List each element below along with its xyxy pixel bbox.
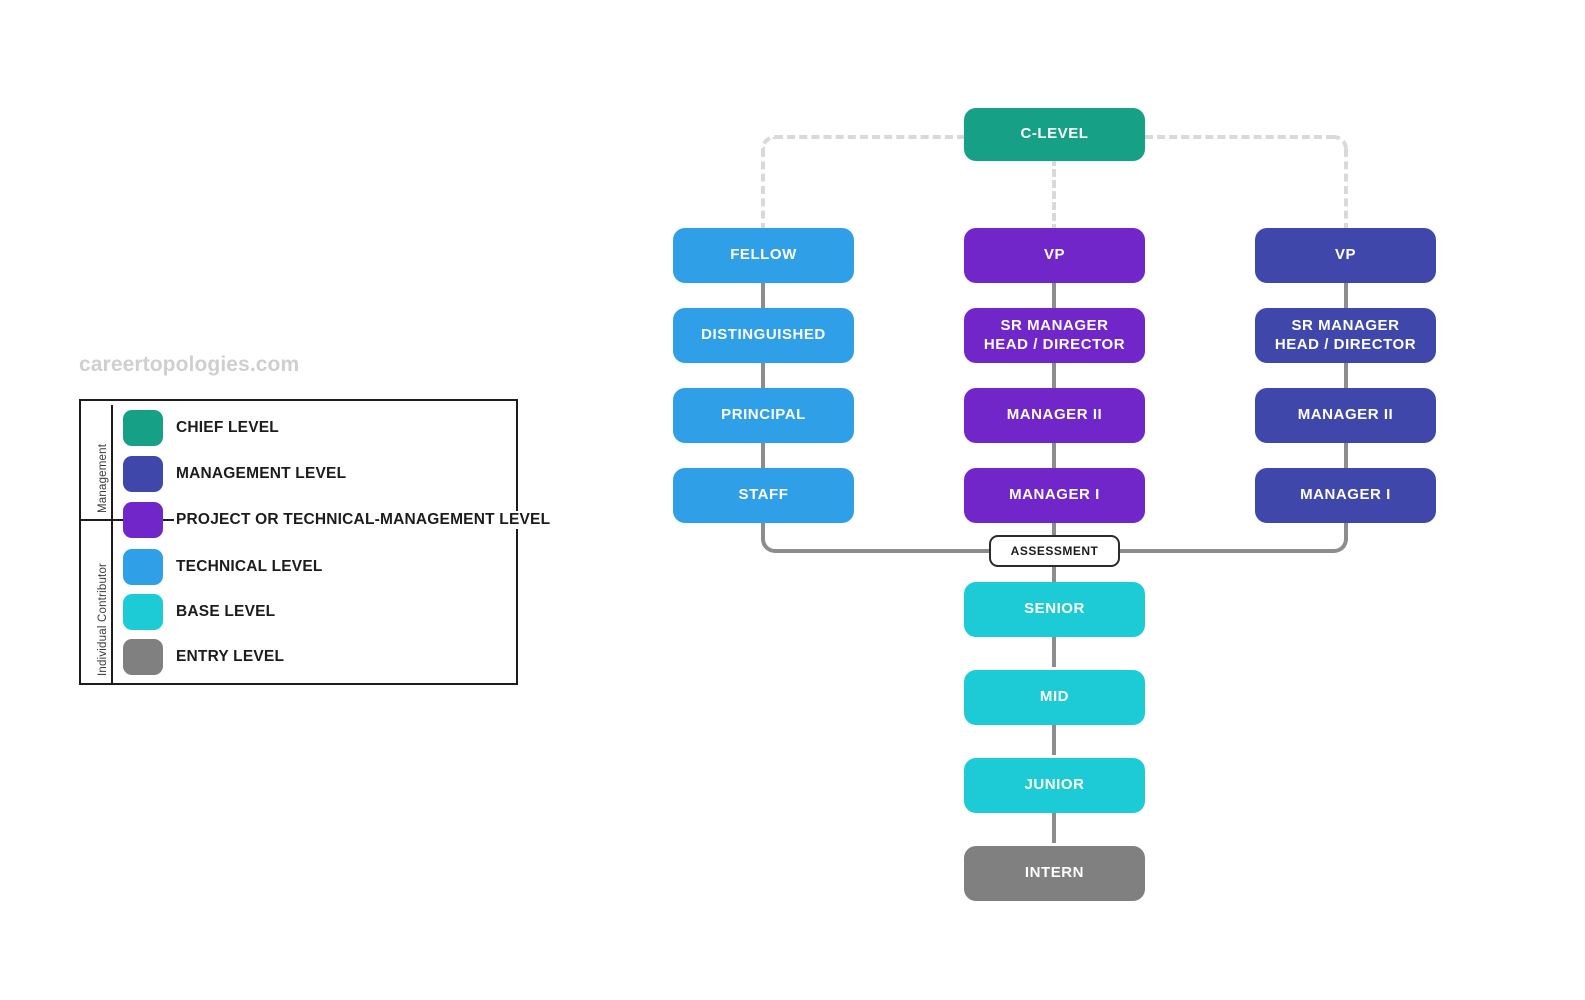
node-sr-manager-project-line2: HEAD / DIRECTOR xyxy=(983,335,1126,353)
node-manager-i-management[interactable]: MANAGER I xyxy=(1255,468,1436,523)
connector-staff-down xyxy=(761,518,765,540)
legend-item-technical-level: TECHNICAL LEVEL xyxy=(123,549,325,585)
node-distinguished[interactable]: DISTINGUISHED xyxy=(673,308,854,363)
connector-srmanager-managerii-middle xyxy=(1052,358,1056,393)
connector-assessment-senior xyxy=(1052,566,1056,586)
dashed-connector-top-right-horizontal xyxy=(1145,135,1334,139)
legend-bracket-ic-line xyxy=(111,519,113,683)
node-sr-manager-project-line1: SR MANAGER xyxy=(1000,316,1109,334)
dashed-connector-right-vertical xyxy=(1344,149,1348,231)
connector-srmanager-managerii-right xyxy=(1344,358,1348,393)
watermark-careertopologies: careertopologies.com xyxy=(79,353,300,376)
node-manager-ii-project[interactable]: MANAGER II xyxy=(964,388,1145,443)
node-staff[interactable]: STAFF xyxy=(673,468,854,523)
node-sr-manager-management-line2: HEAD / DIRECTOR xyxy=(1274,335,1417,353)
node-c-level[interactable]: C-LEVEL xyxy=(964,108,1145,161)
node-senior[interactable]: SENIOR xyxy=(964,582,1145,637)
node-manager-ii-management[interactable]: MANAGER II xyxy=(1255,388,1436,443)
legend-item-management-level: MANAGEMENT LEVEL xyxy=(123,456,349,492)
legend-label-project-level: PROJECT OR TECHNICAL-MANAGEMENT LEVEL xyxy=(174,511,553,529)
connector-senior-mid xyxy=(1052,632,1056,667)
legend-label-base-level: BASE LEVEL xyxy=(174,603,278,621)
legend-swatch-management-level xyxy=(123,456,163,492)
connector-elbow-right xyxy=(1331,536,1348,553)
node-sr-manager-project[interactable]: SR MANAGER HEAD / DIRECTOR xyxy=(964,308,1145,363)
legend-label-management-level: MANAGEMENT LEVEL xyxy=(174,465,349,483)
node-fellow[interactable]: FELLOW xyxy=(673,228,854,283)
node-principal[interactable]: PRINCIPAL xyxy=(673,388,854,443)
legend-swatch-project-level xyxy=(123,502,163,538)
legend-swatch-entry-level xyxy=(123,639,163,675)
legend-group-label-individual-contributor: Individual Contributor xyxy=(97,562,109,676)
legend-label-entry-level: ENTRY LEVEL xyxy=(174,648,287,666)
node-sr-manager-management-line1: SR MANAGER xyxy=(1291,316,1400,334)
dashed-corner-top-right xyxy=(1332,135,1348,151)
node-intern[interactable]: INTERN xyxy=(964,846,1145,901)
node-sr-manager-management[interactable]: SR MANAGER HEAD / DIRECTOR xyxy=(1255,308,1436,363)
legend-swatch-technical-level xyxy=(123,549,163,585)
node-vp-management[interactable]: VP xyxy=(1255,228,1436,283)
legend-item-project-level: PROJECT OR TECHNICAL-MANAGEMENT LEVEL xyxy=(123,502,553,538)
legend-bracket-management-line xyxy=(111,405,113,519)
dashed-connector-left-vertical xyxy=(761,149,765,231)
connector-vp-srmanager-middle xyxy=(1052,278,1056,313)
dashed-connector-top-left-horizontal xyxy=(775,135,965,139)
legend-item-chief-level: CHIEF LEVEL xyxy=(123,410,281,446)
connector-distinguished-principal xyxy=(761,358,765,393)
connector-principal-staff xyxy=(761,438,765,473)
legend-swatch-chief-level xyxy=(123,410,163,446)
legend: Management Individual Contributor CHIEF … xyxy=(79,399,553,685)
dashed-connector-center-vertical xyxy=(1052,158,1056,232)
connector-mid-junior xyxy=(1052,720,1056,755)
legend-item-base-level: BASE LEVEL xyxy=(123,594,278,630)
connector-managerii-manageri-right xyxy=(1344,438,1348,473)
node-vp-project[interactable]: VP xyxy=(964,228,1145,283)
node-manager-i-project[interactable]: MANAGER I xyxy=(964,468,1145,523)
connector-managerii-manageri-middle xyxy=(1052,438,1056,473)
legend-swatch-base-level xyxy=(123,594,163,630)
connector-right-to-assessment xyxy=(1117,549,1332,553)
connector-manageri-right-down xyxy=(1344,518,1348,540)
connector-manageri-middle-to-assessment xyxy=(1052,518,1056,540)
legend-group-label-management: Management xyxy=(97,443,109,513)
node-mid[interactable]: MID xyxy=(964,670,1145,725)
dashed-corner-top-left xyxy=(761,135,777,151)
legend-item-entry-level: ENTRY LEVEL xyxy=(123,639,287,675)
connector-vp-srmanager-right xyxy=(1344,278,1348,313)
connector-fellow-distinguished xyxy=(761,278,765,313)
node-assessment-gate[interactable]: ASSESSMENT xyxy=(989,535,1120,567)
connector-left-to-assessment xyxy=(777,549,992,553)
connector-junior-intern xyxy=(1052,808,1056,843)
legend-label-technical-level: TECHNICAL LEVEL xyxy=(174,558,325,576)
node-junior[interactable]: JUNIOR xyxy=(964,758,1145,813)
connector-elbow-left xyxy=(761,536,778,553)
legend-label-chief-level: CHIEF LEVEL xyxy=(174,419,281,437)
